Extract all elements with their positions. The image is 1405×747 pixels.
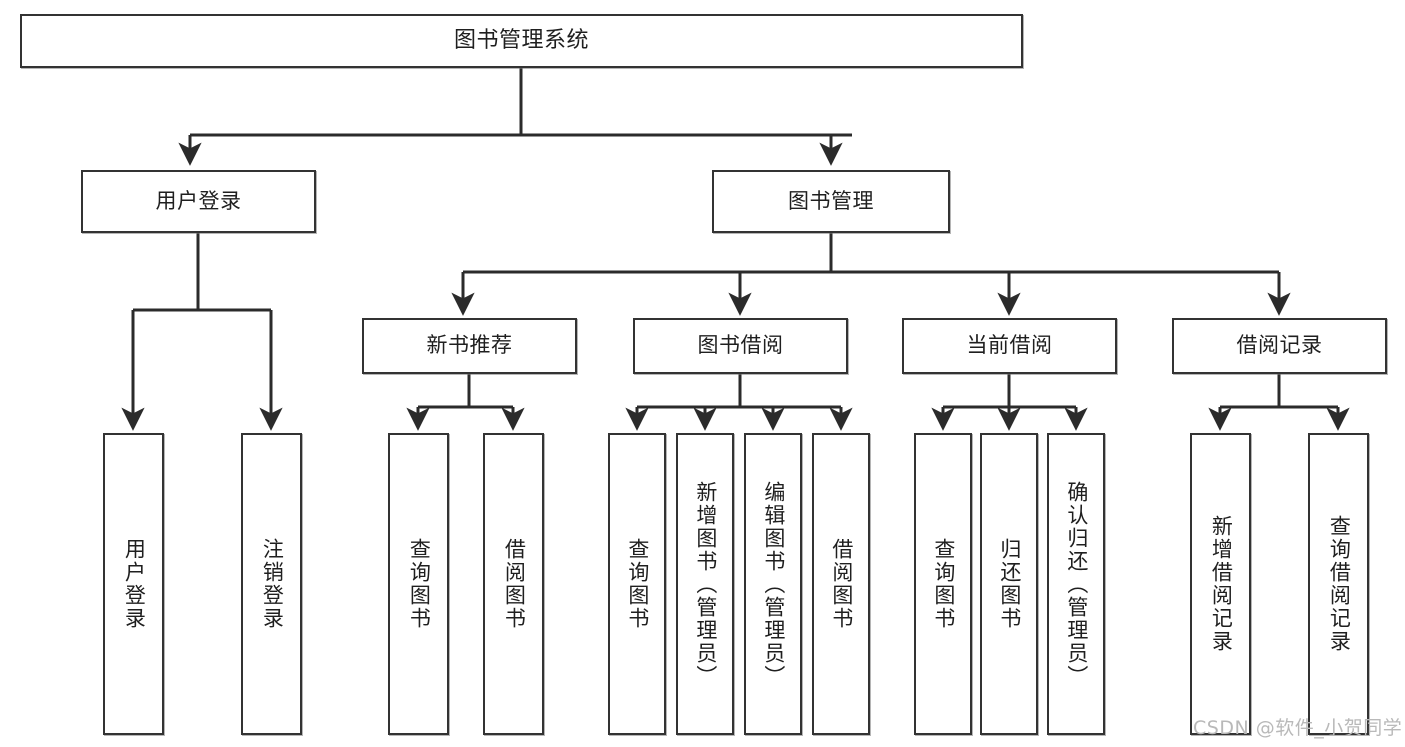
- node-label: 借阅图书: [829, 538, 854, 630]
- node-leaf-borrow-book-1[interactable]: 借阅图书: [483, 433, 544, 735]
- node-label: 查询图书: [931, 538, 956, 630]
- node-current-borrow[interactable]: 当前借阅: [902, 318, 1117, 374]
- node-label: 查询图书: [407, 538, 432, 630]
- node-label: 图书借阅: [697, 333, 784, 358]
- node-root-book-management-system[interactable]: 图书管理系统: [20, 14, 1023, 68]
- csdn-watermark: CSDN @软件_小贺同学: [1193, 717, 1403, 739]
- node-book-borrow[interactable]: 图书借阅: [633, 318, 848, 374]
- node-label: 借阅记录: [1236, 333, 1323, 358]
- node-label: 注销登录: [260, 538, 285, 630]
- node-user-login[interactable]: 用户登录: [81, 170, 316, 233]
- node-borrow-record[interactable]: 借阅记录: [1172, 318, 1387, 374]
- node-leaf-query-book-2[interactable]: 查询图书: [608, 433, 666, 735]
- node-leaf-edit-book[interactable]: 编辑图书（管理员）: [744, 433, 802, 735]
- node-leaf-query-borrow-record[interactable]: 查询借阅记录: [1308, 433, 1369, 735]
- node-new-book-recommend[interactable]: 新书推荐: [362, 318, 577, 374]
- node-label: 新书推荐: [426, 333, 513, 358]
- node-label: 图书管理: [788, 188, 874, 213]
- node-book-management[interactable]: 图书管理: [712, 170, 950, 233]
- node-leaf-confirm-return[interactable]: 确认归还（管理员）: [1047, 433, 1105, 735]
- node-label: 确认归还（管理员）: [1064, 480, 1089, 688]
- node-label: 当前借阅: [966, 333, 1053, 358]
- node-leaf-add-book[interactable]: 新增图书（管理员）: [676, 433, 734, 735]
- node-label: 归还图书: [997, 538, 1022, 630]
- node-label: 图书管理系统: [453, 27, 589, 53]
- node-label: 借阅图书: [502, 538, 527, 630]
- node-leaf-query-book-3[interactable]: 查询图书: [914, 433, 972, 735]
- node-label: 新增图书（管理员）: [693, 480, 718, 688]
- node-leaf-query-book-1[interactable]: 查询图书: [388, 433, 449, 735]
- node-label: 新增借阅记录: [1209, 515, 1234, 653]
- node-leaf-return-book[interactable]: 归还图书: [980, 433, 1038, 735]
- node-leaf-add-borrow-record[interactable]: 新增借阅记录: [1190, 433, 1251, 735]
- node-leaf-user-login[interactable]: 用户登录: [103, 433, 164, 735]
- node-label: 编辑图书（管理员）: [761, 480, 786, 688]
- node-label: 用户登录: [122, 538, 147, 630]
- node-label: 查询图书: [625, 538, 650, 630]
- node-leaf-borrow-book-2[interactable]: 借阅图书: [812, 433, 870, 735]
- node-label: 查询借阅记录: [1327, 515, 1352, 653]
- node-label: 用户登录: [155, 188, 242, 213]
- node-leaf-logout-login[interactable]: 注销登录: [241, 433, 302, 735]
